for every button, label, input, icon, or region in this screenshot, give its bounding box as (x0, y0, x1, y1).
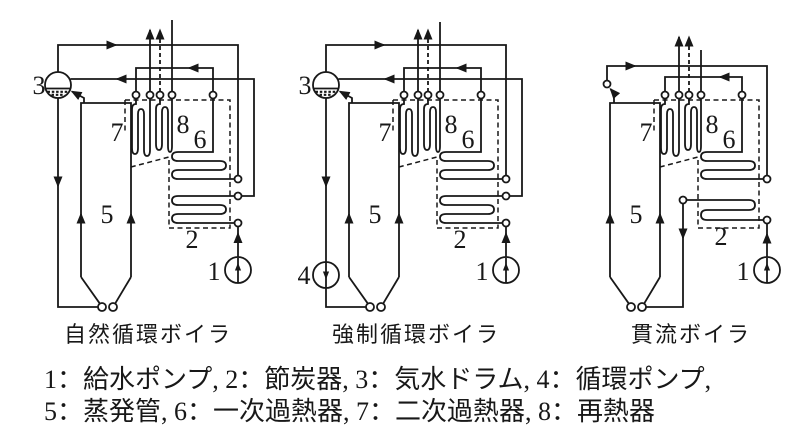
label-feed-pump: 1 (208, 257, 221, 286)
evaporator-outlet-header-icon (602, 79, 612, 89)
reheater-coil (155, 99, 173, 153)
lower-header-icon (626, 302, 636, 312)
primary-superheater-coil (700, 98, 764, 180)
circulation-pump-icon (312, 261, 340, 289)
legend-line-1: 1：給水ポンプ, 2：節炭器, 3：気水ドラム, 4：循環ポンプ, (44, 365, 712, 394)
piping (53, 20, 255, 308)
furnace-evaporator (344, 102, 404, 312)
feedwater-pump-icon (224, 256, 252, 284)
feedwater-pump-icon (492, 256, 520, 284)
lower-header-icon (108, 302, 118, 312)
label-drum: 3 (299, 71, 312, 100)
steam-drum-icon (312, 71, 340, 99)
economizer-coil (171, 195, 235, 224)
reheater-coil (423, 99, 441, 153)
furnace-evaporator (76, 102, 136, 312)
label-evaporator: 5 (101, 200, 114, 229)
headers (131, 90, 243, 228)
label-drum: 3 (33, 71, 46, 100)
label-secondary-superheater: 7 (379, 118, 392, 147)
forced-circulation-boiler-diagram: 3 4 7 8 6 5 2 1 強制循環ボイラ (298, 22, 523, 347)
once-through-boiler-diagram: 7 8 6 5 2 1 貫流ボイラ (602, 35, 781, 347)
secondary-superheater-coil (660, 99, 680, 157)
natural-circulation-boiler-diagram: 3 7 8 6 5 2 1 自然循環ボイラ (33, 20, 255, 347)
label-feed-pump: 1 (476, 257, 489, 286)
legend: 1：給水ポンプ, 2：節炭器, 3：気水ドラム, 4：循環ポンプ, 5：蒸発管,… (44, 364, 711, 428)
headers (602, 79, 772, 225)
label-primary-superheater: 6 (723, 125, 736, 154)
label-feed-pump: 1 (737, 257, 750, 286)
lower-header-icon (637, 302, 647, 312)
diagram-caption: 強制循環ボイラ (332, 322, 500, 347)
label-reheater: 8 (445, 110, 458, 139)
furnace-evaporator (605, 102, 665, 312)
label-reheater: 8 (706, 110, 719, 139)
piping (606, 35, 772, 308)
label-secondary-superheater: 7 (640, 118, 653, 147)
diagram-caption: 貫流ボイラ (631, 322, 751, 347)
secondary-superheater-coil (131, 99, 151, 157)
steam-drum-icon (44, 71, 72, 99)
label-primary-superheater: 6 (462, 125, 475, 154)
primary-superheater-coil (171, 98, 235, 180)
label-reheater: 8 (177, 110, 190, 139)
primary-superheater-coil (439, 98, 503, 180)
economizer-coil (686, 199, 764, 221)
label-secondary-superheater: 7 (111, 118, 124, 147)
feedwater-pump-icon (753, 256, 781, 284)
label-primary-superheater: 6 (194, 125, 207, 154)
piping (321, 22, 523, 308)
label-evaporator: 5 (630, 200, 643, 229)
lower-header-icon (365, 302, 375, 312)
reheater-coil (684, 99, 702, 153)
headers (399, 90, 511, 228)
lower-header-icon (97, 302, 107, 312)
secondary-superheater-coil (399, 99, 419, 157)
label-circulating-pump: 4 (298, 261, 311, 290)
label-evaporator: 5 (369, 200, 382, 229)
legend-line-2: 5：蒸発管, 6：一次過熱器, 7：二次過熱器, 8：再熱器 (44, 397, 656, 426)
diagram-caption: 自然循環ボイラ (64, 322, 232, 347)
label-economizer: 2 (186, 225, 199, 254)
lower-header-icon (376, 302, 386, 312)
label-economizer: 2 (715, 222, 728, 251)
economizer-coil (439, 195, 503, 224)
label-economizer: 2 (454, 225, 467, 254)
